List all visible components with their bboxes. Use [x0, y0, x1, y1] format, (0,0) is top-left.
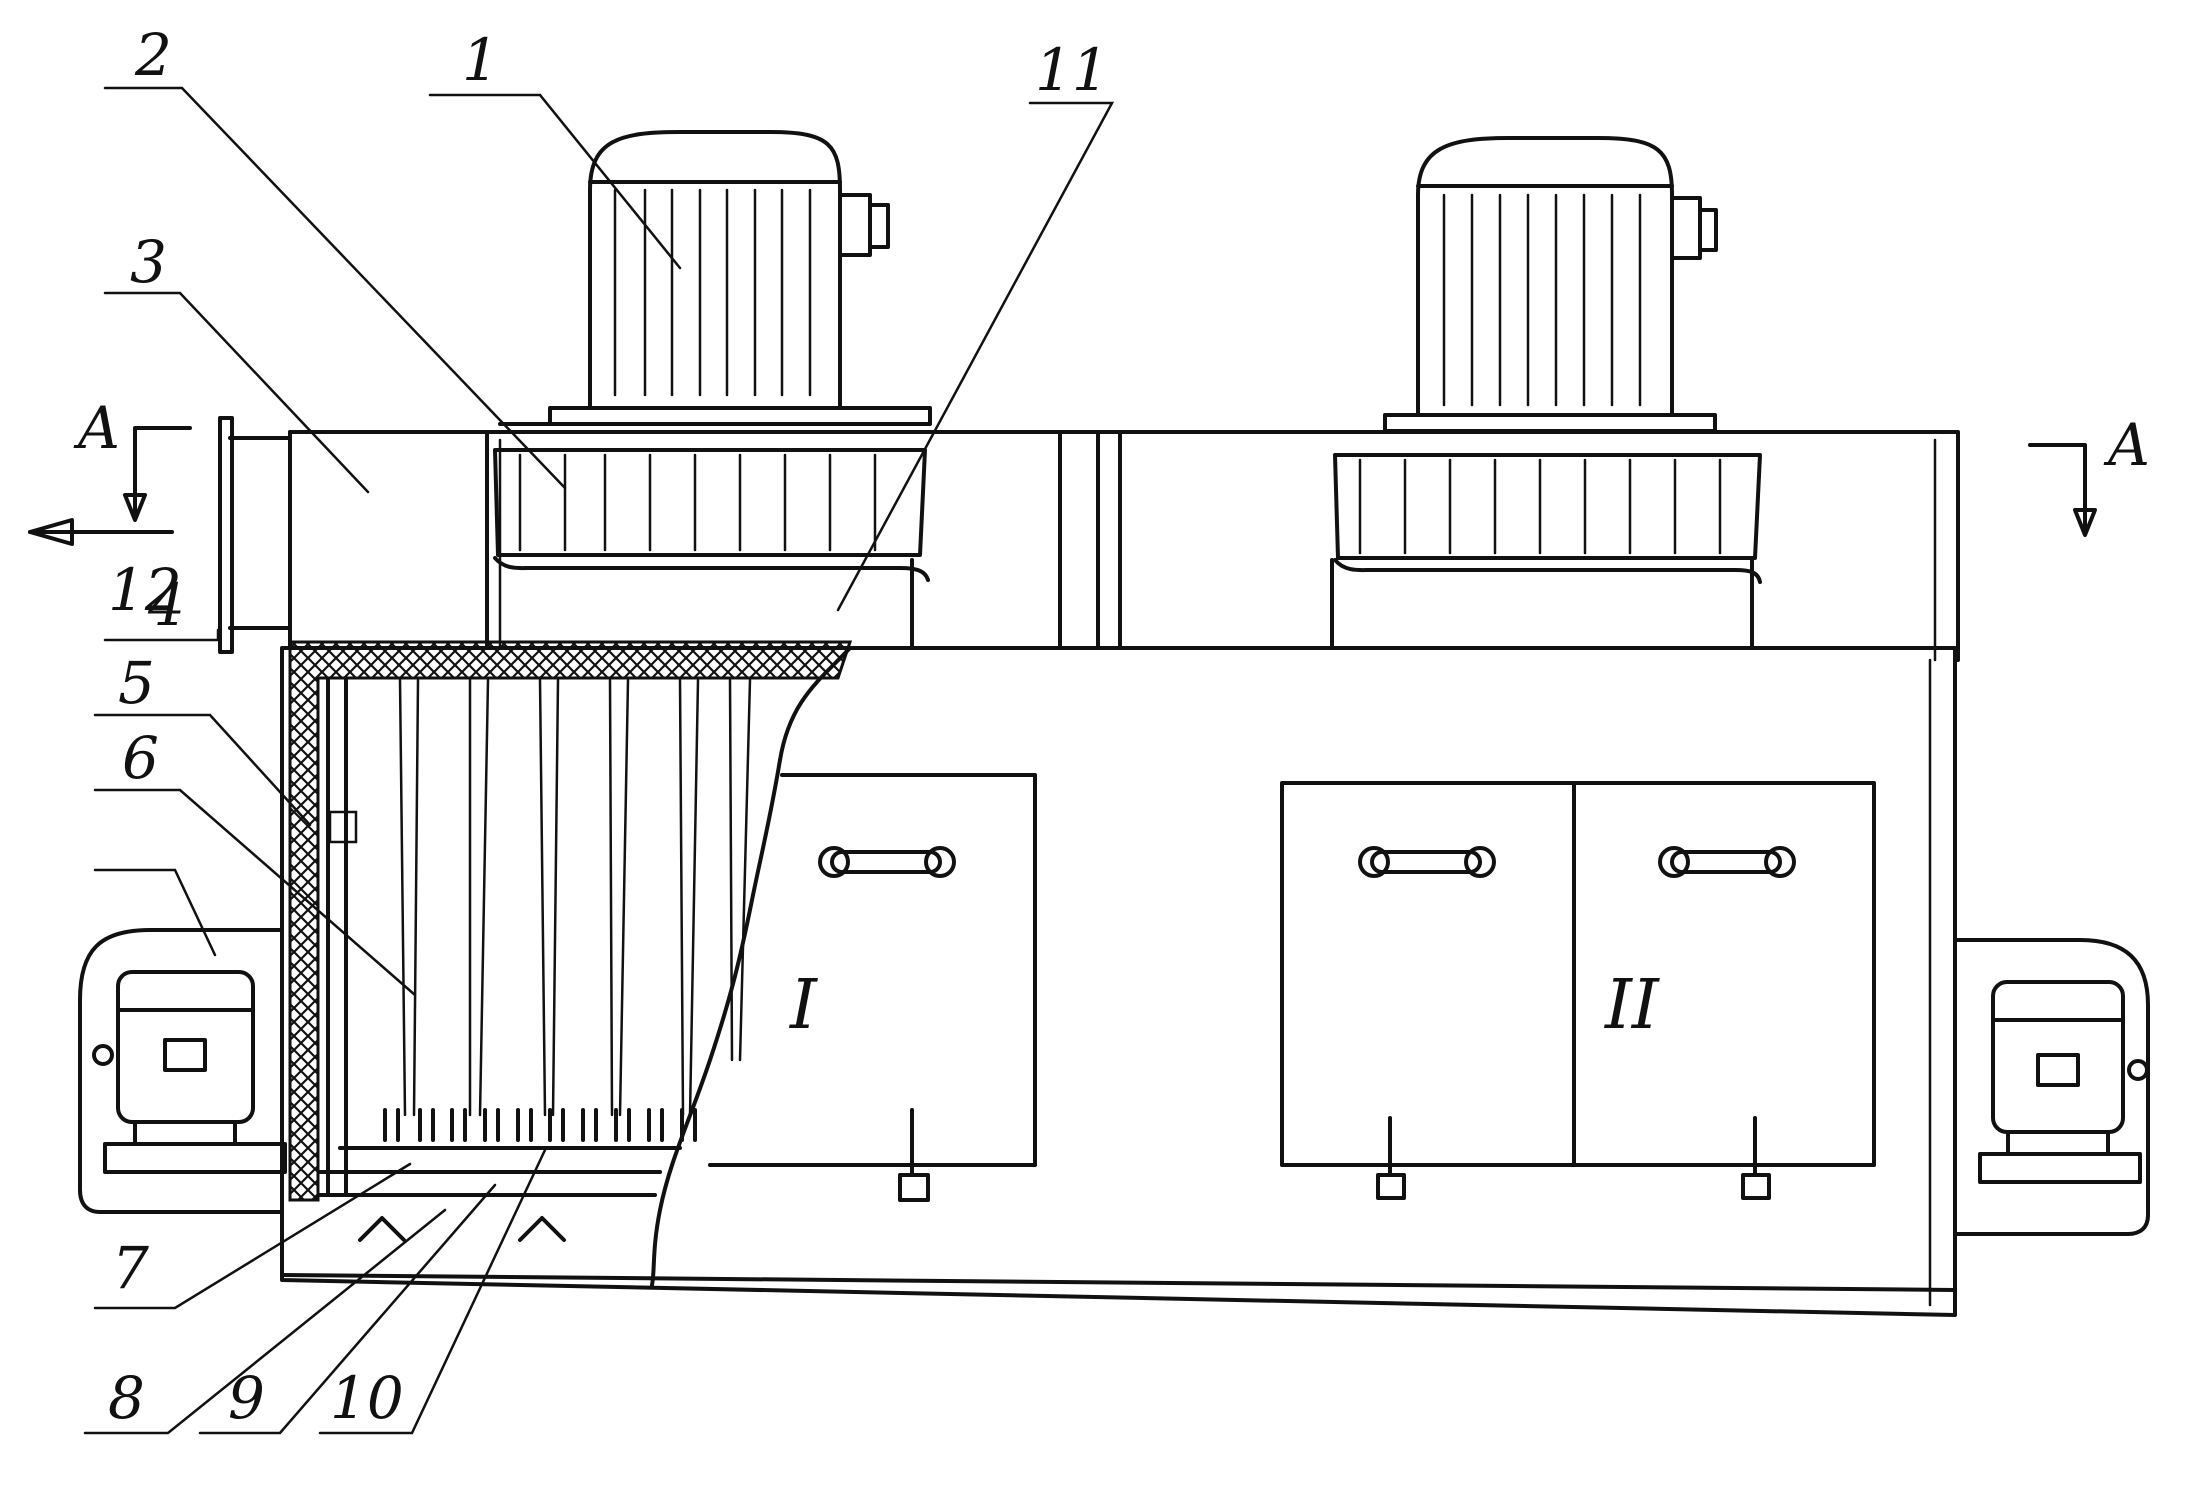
top-motor-2 — [1383, 136, 1718, 433]
side-motor-left — [78, 928, 287, 1214]
callout-3: 3 — [130, 228, 167, 296]
section-mark-right-label: A — [2103, 411, 2150, 479]
outlet-duct — [28, 416, 292, 654]
door-zone-1 — [708, 773, 1037, 1202]
side-motor-right — [1953, 938, 2150, 1236]
callout-5: 5 — [118, 649, 155, 717]
fan-1 — [493, 448, 930, 582]
section-break-line — [650, 646, 852, 1287]
main-housing — [280, 430, 1960, 1317]
fan-2 — [1333, 453, 1762, 584]
section-mark-left: A — [73, 394, 192, 522]
callout-numbers: 1 2 3 4 5 6 7 8 9 10 11 12 — [108, 21, 1109, 1432]
callout-2: 2 — [134, 21, 172, 89]
callout-11: 11 — [1035, 36, 1109, 104]
callout-7: 7 — [112, 1234, 149, 1302]
insulation-layer — [288, 640, 853, 1202]
callout-10: 10 — [330, 1364, 404, 1432]
callout-9: 9 — [228, 1364, 265, 1432]
section-mark-right: A — [2028, 411, 2150, 537]
callout-12: 12 — [108, 556, 182, 624]
door-zone-2-left — [1280, 781, 1576, 1200]
door-zone-2-right — [1572, 781, 1876, 1200]
top-motor-1 — [498, 130, 932, 426]
heating-elements — [326, 678, 752, 1197]
zone-1-label: I — [788, 966, 818, 1045]
callout-4: 4 — [147, 571, 185, 639]
zone-2-label: II — [1603, 966, 1660, 1045]
callout-leaders — [83, 86, 1115, 1435]
nozzle-row — [318, 1108, 697, 1242]
callout-6: 6 — [122, 724, 159, 792]
section-mark-left-label: A — [73, 394, 120, 462]
callout-1: 1 — [462, 26, 499, 94]
callout-8: 8 — [108, 1364, 145, 1432]
